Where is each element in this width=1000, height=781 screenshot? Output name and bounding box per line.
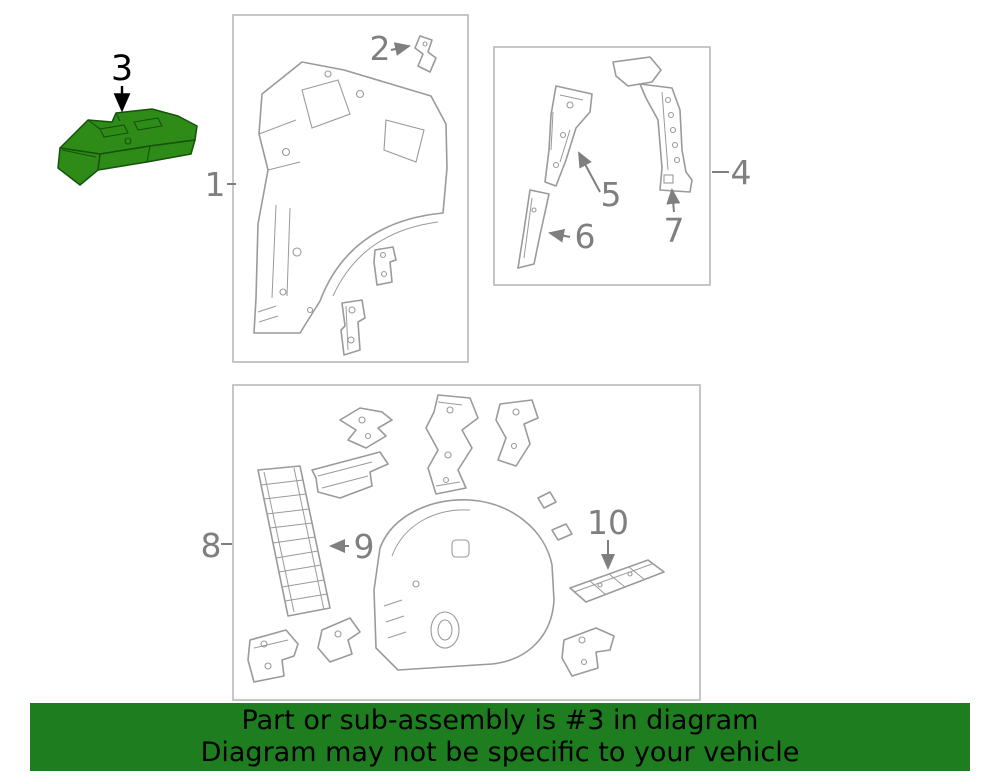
callout-2[interactable]: 2 — [370, 29, 411, 68]
part-8-channel[interactable] — [311, 451, 389, 499]
callout-4-label[interactable]: 4 — [731, 153, 752, 192]
callout-8-label[interactable]: 8 — [201, 526, 222, 565]
part-1-bracket-b[interactable] — [340, 299, 366, 356]
subassembly-box-8 — [232, 384, 701, 701]
part-1-bracket-a[interactable] — [373, 246, 397, 286]
subassembly-box-1 — [232, 14, 469, 363]
callout-3-label[interactable]: 3 — [111, 49, 133, 89]
callout-1-label[interactable]: 1 — [205, 165, 226, 204]
callout-5-arrow — [578, 151, 601, 193]
callout-6[interactable]: 6 — [548, 217, 596, 256]
part-8-clip-diamond-b[interactable] — [551, 523, 573, 541]
part-8-gusset[interactable] — [425, 394, 479, 495]
callout-9-label[interactable]: 9 — [354, 527, 375, 566]
callout-5-label[interactable]: 5 — [601, 175, 622, 214]
callout-6-arrow — [548, 228, 571, 243]
callout-10-label[interactable]: 10 — [587, 503, 629, 542]
part-10-sill[interactable] — [569, 559, 665, 603]
availability-banner: Part or sub-assembly is #3 in diagram Di… — [30, 703, 970, 771]
callout-2-arrow — [390, 42, 411, 56]
callout-1[interactable]: 1 — [205, 165, 237, 204]
part-6-stiffener[interactable] — [517, 189, 550, 269]
part-3-left-flange[interactable] — [57, 147, 101, 186]
callout-7-label[interactable]: 7 — [664, 211, 685, 250]
callout-7-arrow — [666, 188, 681, 213]
banner-line1: Part or sub-assembly is #3 in diagram — [241, 705, 759, 736]
part-9-outline[interactable] — [257, 465, 331, 617]
wheelhouse-outline[interactable] — [373, 499, 555, 671]
part-7-pillar[interactable] — [612, 56, 693, 193]
part-2-clip[interactable] — [414, 35, 437, 73]
callout-6-label[interactable]: 6 — [575, 217, 596, 256]
part-8-wheelhouse[interactable] — [373, 499, 555, 671]
callout-4[interactable]: 4 — [712, 153, 752, 192]
callout-8[interactable]: 8 — [201, 526, 233, 565]
callout-9[interactable]: 9 — [329, 527, 375, 566]
part-9-rail[interactable] — [257, 465, 331, 617]
callout-10[interactable]: 10 — [587, 503, 629, 570]
callout-7[interactable]: 7 — [664, 188, 685, 250]
part-8-bracket-right[interactable] — [495, 399, 539, 467]
part-8-clip-bottom-center[interactable] — [317, 617, 361, 663]
callout-5[interactable]: 5 — [578, 151, 622, 214]
banner-line2: Diagram may not be specific to your vehi… — [200, 737, 800, 768]
part-8-bracket-bottom-left[interactable] — [247, 629, 299, 683]
parts-diagram-canvas: 3 — [57, 14, 752, 701]
part-3-highlighted[interactable] — [57, 108, 198, 186]
part-8-bracket-top[interactable] — [339, 407, 393, 449]
callout-2-label[interactable]: 2 — [370, 29, 391, 68]
part-5-pillar-inner[interactable] — [544, 85, 593, 187]
callout-3[interactable]: 3 — [111, 49, 133, 113]
part-8-bracket-bottom-right[interactable] — [561, 627, 615, 677]
subassembly-box-4 — [493, 46, 711, 286]
part-2-outline[interactable] — [414, 35, 437, 73]
part-8-clip-diamond-a[interactable] — [537, 491, 557, 509]
part-1-quarter-panel-inner[interactable] — [253, 61, 448, 334]
